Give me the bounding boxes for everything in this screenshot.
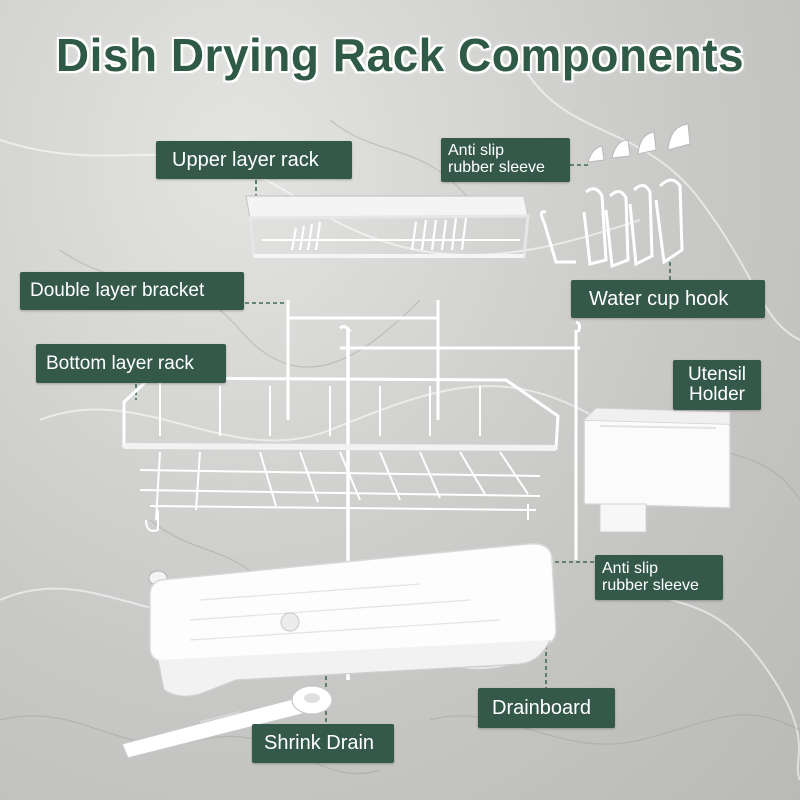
utensil-holder-illustration <box>583 407 731 533</box>
drainboard-illustration <box>149 543 557 697</box>
water-cup-hook-illustration <box>539 178 684 269</box>
label-line: Utensil <box>687 364 747 386</box>
label-line: rubber sleeve <box>448 159 545 176</box>
upper-layer-rack-illustration <box>245 195 530 258</box>
label-line: Anti slip <box>448 142 505 160</box>
page-title: Dish Drying Rack Components <box>55 29 745 81</box>
label-bottom-layer-rack: Bottom layer rack <box>36 344 226 383</box>
shrink-drain-illustration <box>121 685 333 759</box>
rubber-sleeve-top-illustration <box>587 123 691 163</box>
label-utensil-holder: Utensil Holder <box>673 360 761 410</box>
label-anti-slip-rubber-sleeve-top: Anti slip rubber sleeve <box>441 138 570 182</box>
label-line: Anti slip <box>602 559 659 577</box>
label-upper-layer-rack: Upper layer rack <box>156 141 352 179</box>
label-water-cup-hook: Water cup hook <box>571 280 765 318</box>
label-line: Holder <box>689 384 745 405</box>
label-double-layer-bracket: Double layer bracket <box>20 272 244 310</box>
label-drainboard: Drainboard <box>478 688 615 728</box>
label-line: rubber sleeve <box>602 576 699 594</box>
label-shrink-drain: Shrink Drain <box>252 724 394 763</box>
label-anti-slip-rubber-sleeve-bottom: Anti slip rubber sleeve <box>595 555 723 600</box>
bottom-layer-rack-illustration <box>122 376 560 532</box>
